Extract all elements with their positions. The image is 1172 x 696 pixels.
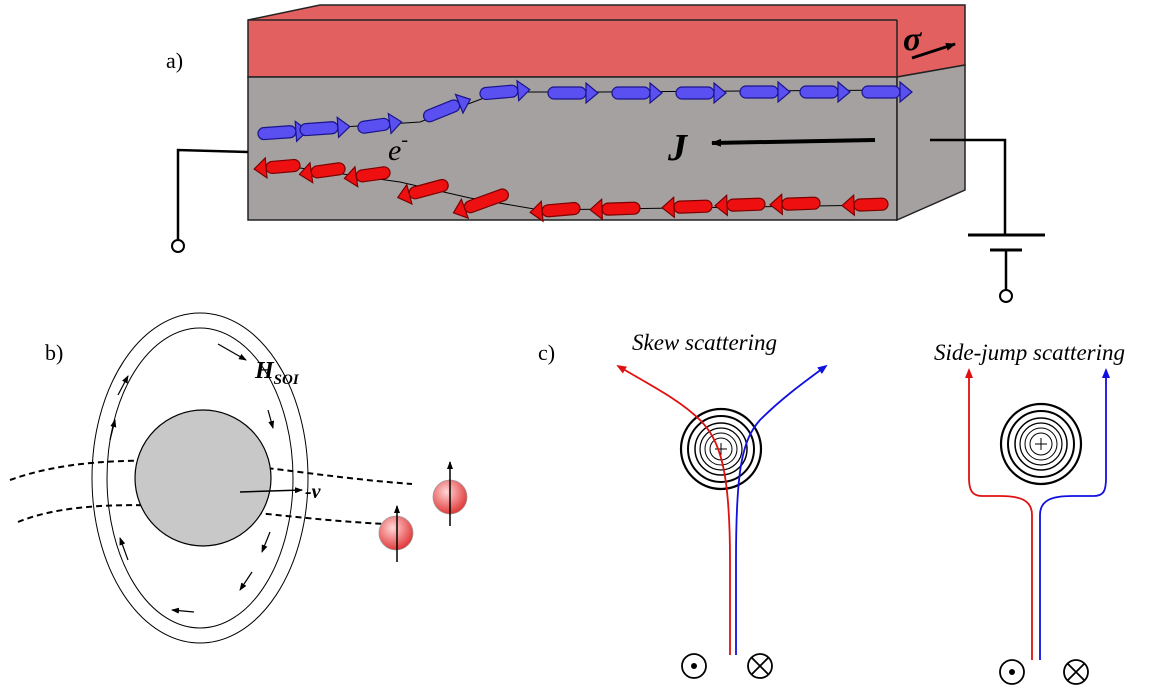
spin-down-arrow [298, 161, 346, 184]
spin-down-arrow [714, 194, 766, 217]
spin-up-arrow [799, 80, 851, 104]
spin-down-arrow [452, 188, 509, 220]
spin-up-arrow [861, 80, 913, 104]
side-jump-spin-up-path [965, 368, 1033, 660]
soi-field-inner [106, 327, 294, 629]
panel-a-label: a) [166, 48, 183, 73]
spin-up-arrow [479, 79, 531, 102]
slab-front-face [247, 76, 898, 221]
right-wire [930, 138, 1007, 235]
side-jump-spin-in-symbol [1063, 659, 1089, 685]
skew-spin-in-symbol [747, 653, 773, 679]
velocity-label: -v [305, 481, 322, 503]
right-terminal [999, 289, 1013, 303]
spin-up-arrow [739, 80, 791, 104]
spin-up-arrow [357, 112, 403, 135]
skew-scattering-center [679, 407, 763, 491]
spin-down-arrow [529, 200, 581, 223]
spin-down-arrow [661, 196, 713, 219]
spin-down-arrow [343, 165, 391, 188]
spin-up-arrow [611, 81, 663, 105]
panel-c: c) Skew scattering Side-jump scattering [538, 330, 1125, 685]
soi-field-outer [91, 312, 309, 644]
spin-down-arrow [589, 198, 641, 221]
skew-spin-out-symbol [681, 653, 707, 679]
current-arrow [711, 138, 876, 147]
skew-scattering-title: Skew scattering [632, 330, 777, 355]
panel-a: a) σ J e- [166, 4, 1045, 303]
sigma-label: σ [903, 21, 923, 58]
spin-up-arrow [675, 81, 727, 105]
left-terminal [171, 239, 185, 253]
spin-down-arrow [769, 193, 821, 216]
spin-up-electrons [257, 79, 913, 143]
scattering-center [134, 409, 272, 547]
slab-top-face [247, 4, 966, 78]
side-jump-spin-down-path [1039, 368, 1110, 660]
soi-circulation-arrows [109, 343, 275, 614]
slab-side-face [896, 64, 966, 222]
left-wire [176, 148, 249, 240]
panel-b-label: b) [45, 340, 63, 365]
side-jump-scattering-title: Side-jump scattering [934, 340, 1125, 365]
spin-up-arrow [299, 116, 351, 139]
side-jump-spin-out-symbol [999, 659, 1025, 685]
spin-down-electrons [253, 156, 889, 223]
panel-b: b) -v HSOI [9, 312, 468, 644]
soi-field-label: HSOI [254, 358, 300, 388]
electron-label: e- [388, 129, 408, 167]
velocity-arrow [239, 487, 303, 494]
spin-down-arrow [253, 156, 301, 180]
skew-spin-down-path [735, 364, 828, 655]
panel-c-label: c) [538, 340, 555, 365]
skew-spin-up-path [616, 364, 731, 655]
sigma-arrow [911, 42, 956, 60]
spin-down-arrow [396, 178, 449, 206]
side-jump-scattering-center [999, 402, 1083, 486]
current-label: J [667, 127, 688, 169]
spin-ball-lower [378, 515, 414, 551]
spin-up-arrow [422, 93, 472, 123]
spin-down-arrow [841, 193, 889, 217]
spin-up-arrow [547, 81, 599, 105]
